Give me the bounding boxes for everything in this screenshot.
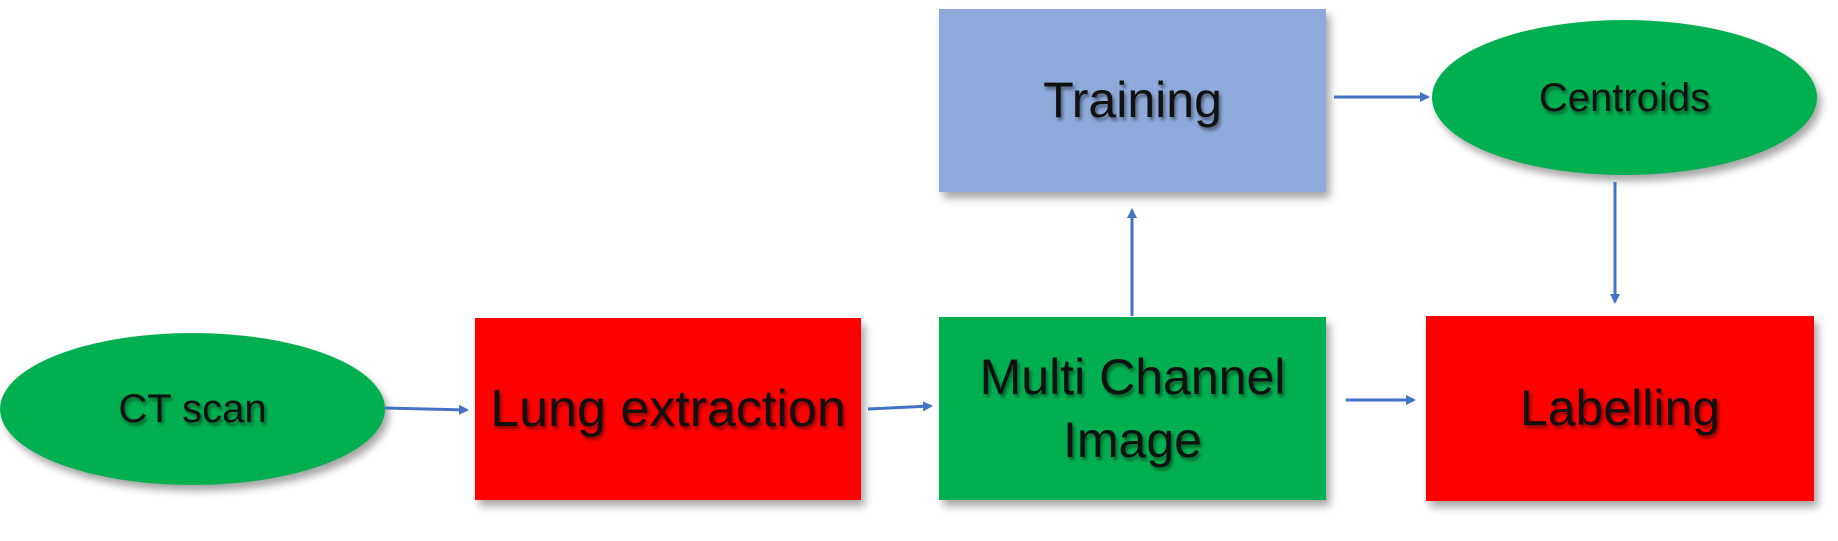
- labelling-node: Labelling: [1426, 316, 1814, 501]
- centroids-node: Centroids: [1432, 20, 1817, 175]
- ct-scan-label: CT scan: [118, 387, 267, 431]
- arrow-lung-to-multichannel: [867, 401, 933, 412]
- centroids-label: Centroids: [1538, 75, 1711, 120]
- labelling-label: Labelling: [1519, 380, 1721, 437]
- multi-channel-image-label: Multi Channel Image: [979, 349, 1286, 468]
- lung-extraction-label: Lung extraction: [490, 379, 846, 438]
- arrow-ctscan-to-lung: [384, 404, 469, 415]
- ct-scan-node: CT scan: [0, 333, 385, 485]
- training-label: Training: [1043, 72, 1222, 129]
- training-node: Training: [939, 9, 1326, 192]
- lung-extraction-node: Lung extraction: [475, 318, 861, 500]
- multi-channel-image-node: Multi Channel Image: [939, 317, 1326, 500]
